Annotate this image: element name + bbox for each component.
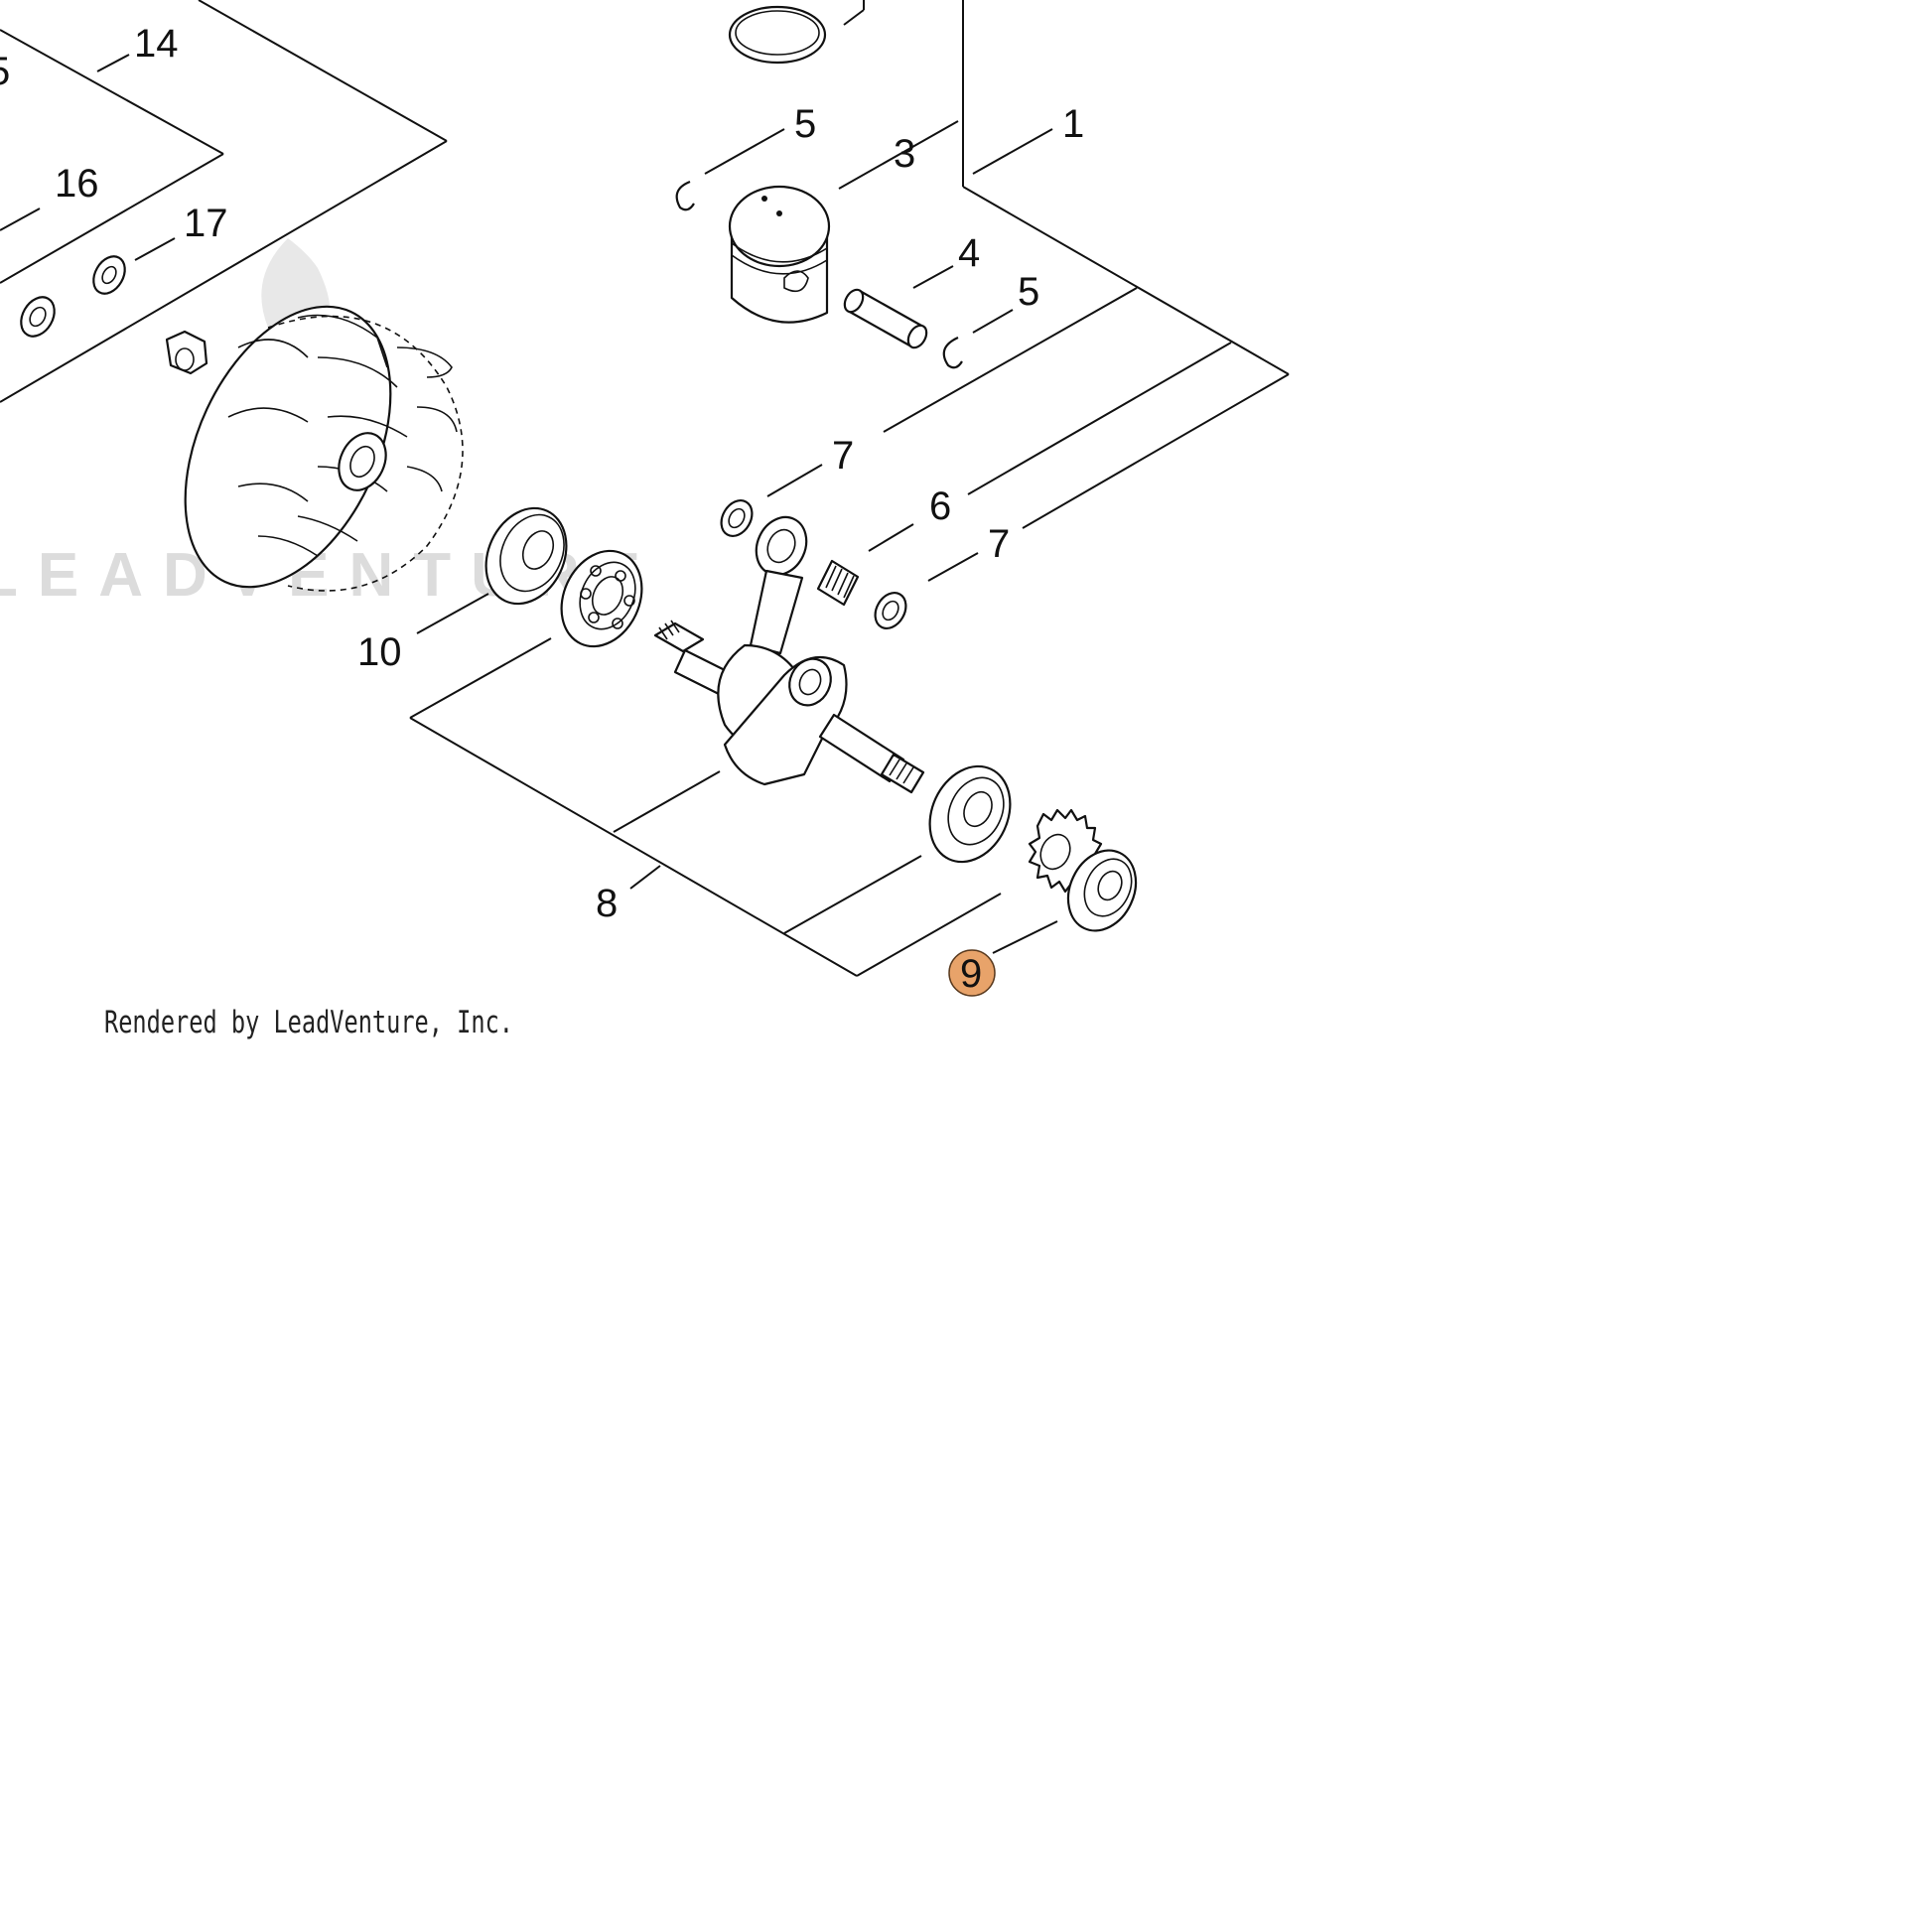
callout-7[interactable]: 7 [832, 434, 854, 478]
ball-bearing-icon [928, 764, 1012, 864]
callout-5[interactable]: 5 [1018, 270, 1039, 314]
callout-4[interactable]: 4 [958, 231, 980, 275]
oil-seal-icon [484, 506, 568, 606]
callout-1[interactable]: 1 [1062, 102, 1084, 146]
piston-icon [728, 185, 831, 324]
callout-highlight-circle [948, 949, 996, 997]
piston-pin-icon [843, 288, 928, 349]
oil-seal-icon [1066, 849, 1138, 932]
callout-6[interactable]: 6 [929, 484, 951, 528]
piston-ring-icon [728, 5, 827, 65]
washer-icon [92, 255, 126, 295]
connecting-rod-icon [749, 515, 808, 655]
leader-lines [0, 54, 1058, 954]
circlip-icon [942, 336, 963, 369]
callout-7[interactable]: 7 [988, 522, 1010, 566]
flywheel-icon [184, 305, 464, 592]
callout-5[interactable]: 5 [0, 50, 10, 93]
needle-bearing-icon [816, 559, 860, 607]
crankshaft-icon [653, 620, 925, 794]
footer-credit: Rendered by LeadVenture, Inc. [104, 1005, 513, 1040]
callout-8[interactable]: 8 [596, 882, 618, 925]
callout-3[interactable]: 3 [894, 132, 915, 176]
nut-icon [165, 330, 208, 375]
callout-16[interactable]: 16 [55, 162, 99, 206]
callout-9-highlighted[interactable]: 9 [960, 952, 982, 996]
callout-10[interactable]: 10 [357, 630, 402, 674]
bracket-lines [0, 0, 1290, 977]
washer-icon [20, 296, 56, 338]
washer-icon [720, 499, 754, 537]
callout-17[interactable]: 17 [184, 202, 228, 245]
callout-14[interactable]: 14 [134, 22, 179, 66]
callout-labels: 14 5 16 17 1 5 3 4 5 7 6 7 10 8 9 [0, 22, 1084, 996]
ball-bearing-icon [560, 549, 643, 648]
circlip-icon [675, 180, 695, 211]
callout-5[interactable]: 5 [794, 102, 816, 146]
washer-icon [874, 592, 907, 629]
